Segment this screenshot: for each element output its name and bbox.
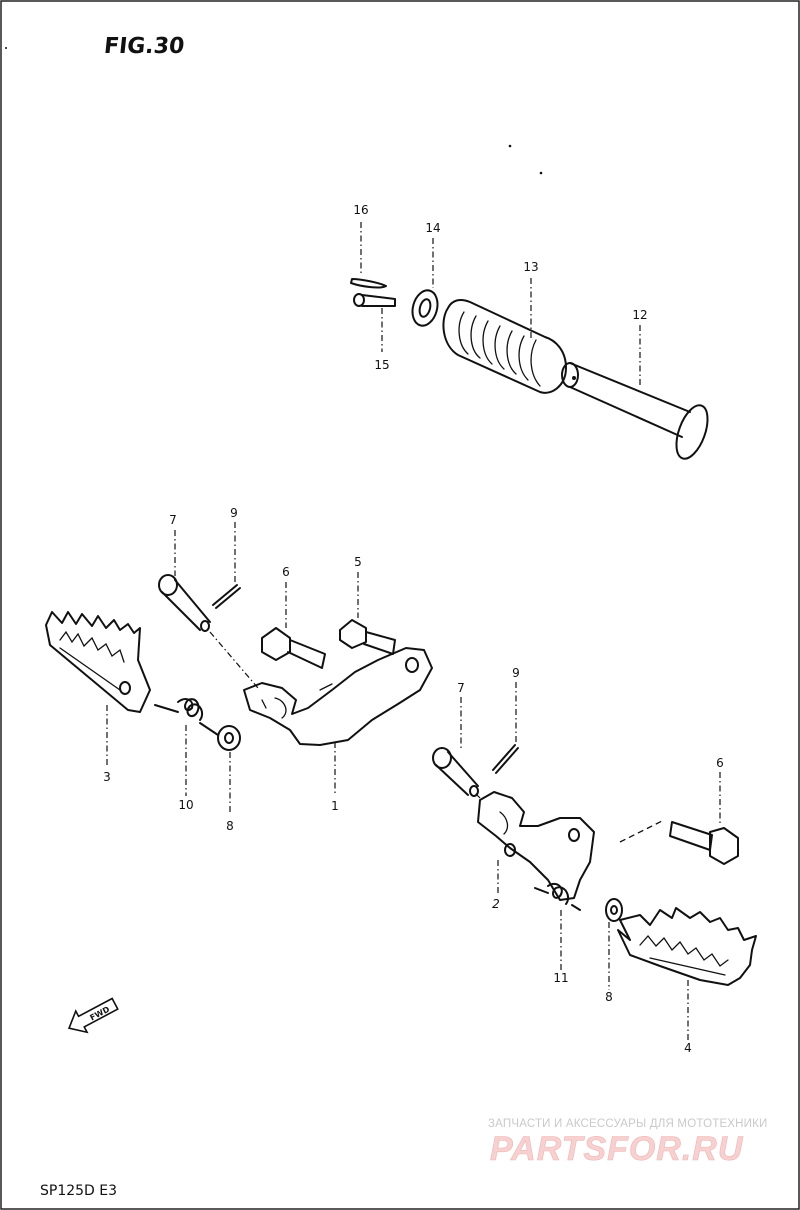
callout-7-right: 7 bbox=[457, 681, 465, 695]
speck bbox=[508, 144, 512, 148]
callout-12: 12 bbox=[632, 308, 647, 322]
part-3-footpeg-left bbox=[45, 611, 151, 713]
callout-6-left: 6 bbox=[282, 565, 290, 579]
callout-numbers: 16 14 13 12 15 7 9 6 5 3 10 8 1 7 9 6 2 … bbox=[103, 203, 724, 1055]
callout-16: 16 bbox=[353, 203, 368, 217]
watermark-logo: PARTSFOR.RU bbox=[490, 1130, 744, 1169]
callout-7-left: 7 bbox=[169, 513, 177, 527]
part-2-bracket-right bbox=[477, 791, 595, 901]
part-4-footpeg-right bbox=[617, 907, 757, 986]
callout-10: 10 bbox=[178, 798, 193, 812]
callout-11: 11 bbox=[553, 971, 568, 985]
callout-6-right: 6 bbox=[716, 756, 724, 770]
part-9-cotter-right bbox=[492, 744, 519, 774]
part-1-bracket-left bbox=[243, 647, 433, 746]
callout-8-left: 8 bbox=[226, 819, 234, 833]
watermark-tagline: ЗАПЧАСТИ И АКСЕССУАРЫ ДЛЯ МОТОТЕХНИКИ bbox=[488, 1118, 768, 1130]
part-7-pin-left bbox=[158, 574, 211, 632]
part-7-pin-right bbox=[432, 747, 479, 797]
callout-3: 3 bbox=[103, 770, 111, 784]
part-14-washer bbox=[411, 289, 439, 327]
part-9-cotter-left bbox=[212, 584, 241, 609]
speck bbox=[539, 171, 543, 175]
callout-4: 4 bbox=[684, 1041, 692, 1055]
part-10-spring bbox=[154, 698, 219, 736]
callout-5: 5 bbox=[354, 555, 362, 569]
part-16-cotter-pin bbox=[350, 278, 387, 289]
part-15-clevis-pin bbox=[353, 293, 396, 307]
callout-2: 2 bbox=[492, 897, 500, 911]
part-6-bolt-left bbox=[261, 627, 326, 669]
callout-1: 1 bbox=[331, 799, 339, 813]
fwd-arrow-icon: FWD bbox=[67, 997, 119, 1034]
part-8-washer-right bbox=[605, 898, 623, 922]
callout-9-left: 9 bbox=[230, 506, 238, 520]
part-8-washer-left bbox=[217, 725, 241, 751]
part-5-bolt bbox=[339, 619, 396, 655]
leader-lines bbox=[106, 222, 721, 1040]
callout-15: 15 bbox=[374, 358, 389, 372]
part-11-spring-right bbox=[534, 882, 581, 911]
callout-14: 14 bbox=[425, 221, 440, 235]
speck bbox=[5, 47, 7, 49]
watermark-logo-text: PARTSFOR.RU bbox=[490, 1130, 744, 1168]
model-code: SP125D E3 bbox=[40, 1183, 118, 1199]
callout-9-right: 9 bbox=[512, 666, 520, 680]
callout-8-right: 8 bbox=[605, 990, 613, 1004]
callout-13: 13 bbox=[523, 260, 538, 274]
part-13-rubber-grip bbox=[442, 299, 567, 394]
part-12-pillion-bar bbox=[561, 362, 709, 460]
part-6-bolt-right bbox=[669, 821, 739, 865]
